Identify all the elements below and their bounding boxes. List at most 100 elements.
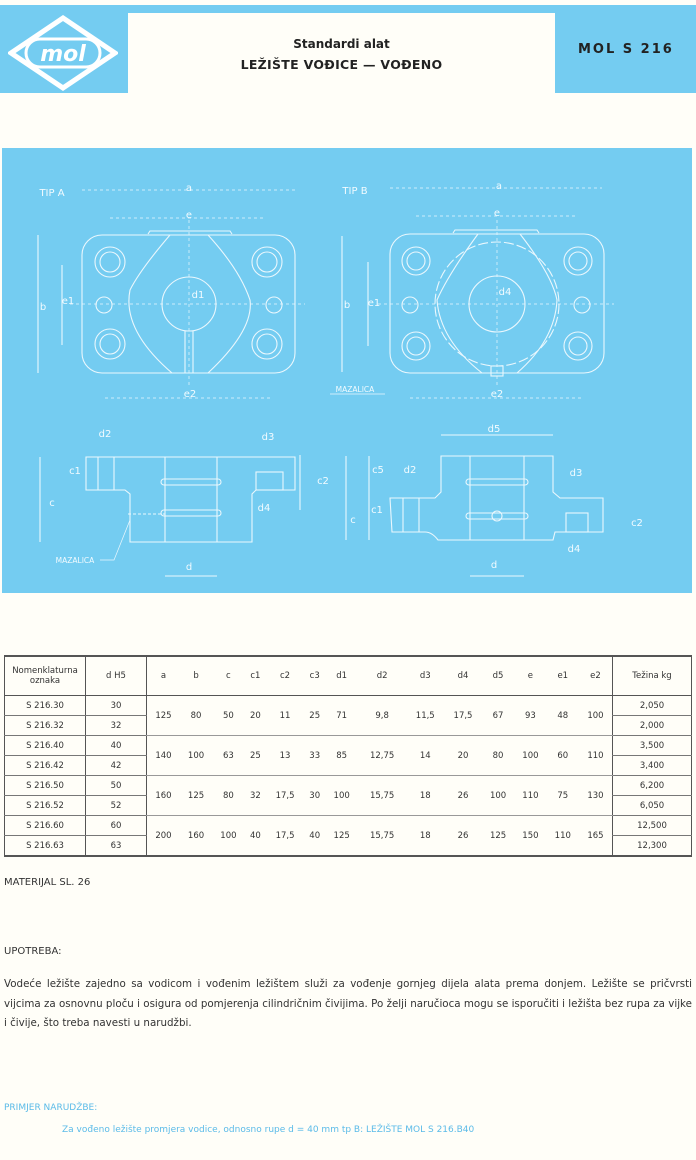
order-example-heading: PRIMJER NARUDŽBE:	[4, 1103, 98, 1113]
header-d5: d5	[481, 656, 515, 696]
mazalica-label: MAZALICA	[336, 385, 375, 394]
dim-d4-top: d4	[499, 287, 512, 298]
param-d3: 14	[406, 735, 445, 776]
row-name: S 216.63	[4, 835, 86, 857]
param-e1: 110	[546, 815, 579, 857]
param-a: 140	[146, 735, 180, 776]
param-d3: 18	[406, 775, 445, 816]
header-nomenclature: Nomenklaturna oznaka	[4, 656, 86, 696]
dim-b: b	[344, 300, 350, 311]
dim-c2: c2	[317, 476, 329, 487]
param-d1: 85	[325, 735, 358, 776]
row-d-h5: 30	[85, 695, 147, 716]
tip-a-plan-view	[37, 189, 305, 399]
dim-c: c	[350, 515, 356, 526]
row-name: S 216.40	[4, 735, 86, 756]
header-e2: e2	[578, 656, 613, 696]
param-c2: 13	[266, 735, 304, 776]
dim-c2: c2	[631, 518, 643, 529]
header-d1: d1	[325, 656, 358, 696]
row-weight: 6,050	[612, 795, 692, 816]
param-d4: 26	[444, 775, 482, 816]
param-d5: 100	[481, 775, 515, 816]
mol-logo: mol	[8, 15, 118, 91]
dim-d2: d2	[99, 429, 112, 440]
param-c1: 20	[244, 695, 267, 736]
tip-b-section-view	[345, 434, 604, 577]
dim-d1: d1	[192, 290, 205, 301]
header-b: b	[179, 656, 213, 696]
row-d-h5: 63	[85, 835, 147, 857]
param-d3: 18	[406, 815, 445, 857]
param-c1: 40	[244, 815, 267, 857]
header-d4: d4	[444, 656, 482, 696]
page-subtitle: Standardi alat	[293, 37, 390, 51]
header-d2: d2	[357, 656, 407, 696]
param-d2: 12,75	[357, 735, 407, 776]
header-c3: c3	[303, 656, 326, 696]
row-name: S 216.52	[4, 795, 86, 816]
row-d-h5: 42	[85, 755, 147, 776]
tip-b-label: TIP B	[341, 186, 367, 197]
param-c: 63	[212, 735, 245, 776]
header-e1: e1	[546, 656, 579, 696]
param-d1: 100	[325, 775, 358, 816]
row-weight: 2,000	[612, 715, 692, 736]
dim-e2: e2	[184, 389, 197, 400]
dim-d: d	[491, 560, 497, 571]
param-d1: 125	[325, 815, 358, 857]
param-c3: 25	[303, 695, 326, 736]
param-b: 80	[179, 695, 213, 736]
dim-e: e	[186, 210, 192, 221]
row-name: S 216.30	[4, 695, 86, 716]
header-band: mol Standardi alat LEŽIŠTE VOĐICE — VOĐE…	[0, 5, 696, 95]
page-title: LEŽIŠTE VOĐICE — VOĐENO	[240, 57, 443, 72]
param-c3: 33	[303, 735, 326, 776]
row-d-h5: 52	[85, 795, 147, 816]
dim-c1: c1	[69, 466, 81, 477]
param-d2: 15,75	[357, 775, 407, 816]
row-weight: 3,500	[612, 735, 692, 756]
mazalica-label: MAZALICA	[56, 556, 95, 565]
dim-a: a	[186, 183, 192, 194]
param-b: 125	[179, 775, 213, 816]
tip-a-label: TIP A	[38, 188, 64, 199]
order-example-text: Za vođeno ležište promjera vodice, odnos…	[62, 1125, 475, 1135]
param-d5: 67	[481, 695, 515, 736]
param-d5: 80	[481, 735, 515, 776]
row-d-h5: 50	[85, 775, 147, 796]
row-name: S 216.60	[4, 815, 86, 836]
row-weight: 3,400	[612, 755, 692, 776]
row-weight: 12,300	[612, 835, 692, 857]
dim-d5: d5	[488, 424, 501, 435]
header-c1: c1	[244, 656, 267, 696]
dim-e1: e1	[62, 296, 75, 307]
param-e: 110	[514, 775, 547, 816]
param-d2: 15,75	[357, 815, 407, 857]
standard-code: MOL S 216	[578, 42, 674, 57]
row-weight: 6,200	[612, 775, 692, 796]
dim-d4: d4	[568, 544, 581, 555]
dim-e2: e2	[491, 389, 504, 400]
row-weight: 12,500	[612, 815, 692, 836]
dim-d2: d2	[404, 465, 417, 476]
header-weight: Težina kg	[612, 656, 692, 696]
param-c: 100	[212, 815, 245, 857]
param-d2: 9,8	[357, 695, 407, 736]
param-d4: 17,5	[444, 695, 482, 736]
row-name: S 216.32	[4, 715, 86, 736]
row-d-h5: 60	[85, 815, 147, 836]
svg-text:mol: mol	[40, 42, 86, 67]
usage-text: Vodeće ležište zajedno sa vodicom i vođe…	[4, 978, 692, 1029]
param-c1: 25	[244, 735, 267, 776]
header-e: e	[514, 656, 547, 696]
dim-d: d	[186, 562, 192, 573]
param-b: 160	[179, 815, 213, 857]
param-a: 160	[146, 775, 180, 816]
